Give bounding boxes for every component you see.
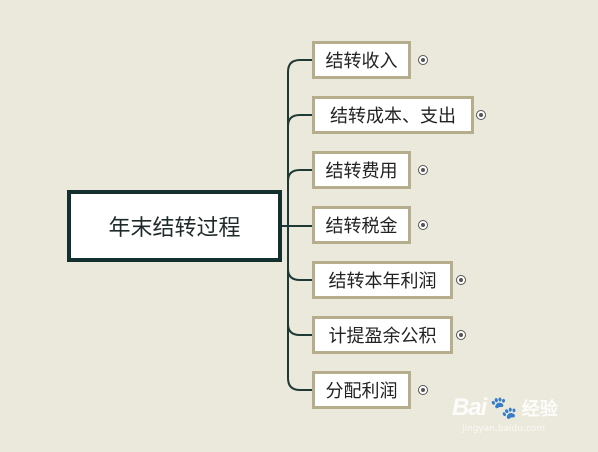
baidu-jingyan-watermark: Bai 🐾 经验 (452, 388, 558, 428)
trunk-line (287, 59, 312, 391)
branch-connector (287, 268, 312, 281)
topic-结转成本支出[interactable]: 结转成本、支出 (312, 96, 474, 134)
expand-icon[interactable] (418, 385, 428, 395)
branch-connector (287, 323, 312, 336)
topic-结转费用[interactable]: 结转费用 (312, 151, 411, 189)
expand-icon[interactable] (418, 55, 428, 65)
watermark-product: 经验 (521, 399, 558, 419)
watermark-brand: Bai (452, 394, 487, 421)
expand-icon[interactable] (456, 275, 466, 285)
expand-icon[interactable] (418, 220, 428, 230)
root-topic[interactable]: 年末结转过程 (67, 190, 282, 262)
watermark-url: jingyan.baidu.com (462, 424, 546, 434)
topic-结转本年利润[interactable]: 结转本年利润 (312, 261, 453, 299)
branch-connector (287, 169, 312, 182)
paw-icon: 🐾 (490, 395, 518, 420)
expand-icon[interactable] (456, 330, 466, 340)
branch-connector (287, 114, 312, 127)
topic-结转收入[interactable]: 结转收入 (312, 41, 411, 79)
topic-结转税金[interactable]: 结转税金 (312, 206, 411, 244)
expand-icon[interactable] (476, 110, 486, 120)
topic-分配利润[interactable]: 分配利润 (312, 371, 411, 409)
expand-icon[interactable] (418, 165, 428, 175)
topic-计提盈余公积[interactable]: 计提盈余公积 (312, 316, 453, 354)
